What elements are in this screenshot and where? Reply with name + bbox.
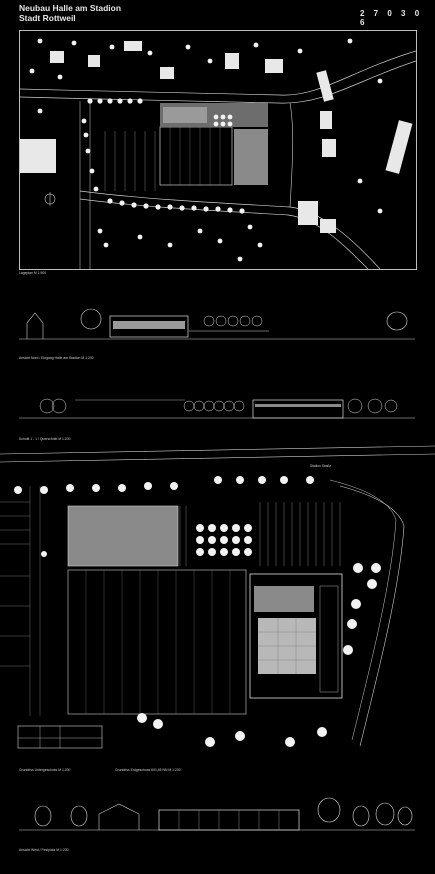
project-title: Neubau Halle am Stadion <box>19 3 122 13</box>
floor-plan-drawing: Stadion Straße <box>0 445 435 749</box>
floor-plan-ground-caption: Grundriss Erdgeschoss 601,45 NN M 1:200 <box>115 768 181 772</box>
site-plan-frame <box>19 30 417 270</box>
site-plan-drawing <box>20 38 416 269</box>
floor-plan-lower-caption: Grundriss Untergeschoss M 1:200 <box>19 768 71 772</box>
site-plan-caption: Lageplan M 1:500 <box>19 271 47 275</box>
client-title: Stadt Rottweil <box>19 13 76 23</box>
elevation-north-caption: Ansicht Nord / Eingang Halle am Stadion … <box>19 356 94 360</box>
road-label: Stadion Straße <box>310 464 331 468</box>
sheet-title: Neubau Halle am Stadion Stadt Rottweil <box>19 3 121 23</box>
section-drawing <box>19 398 415 419</box>
elevation-west-caption: Ansicht West / Festplatz M 1:200 <box>19 848 69 852</box>
elevation-north-drawing <box>19 308 415 340</box>
competition-code: 2 7 0 3 0 6 <box>360 9 423 27</box>
elevation-west-drawing <box>19 797 415 831</box>
section-caption: Schnitt 1 - 1 / Querschnitt M 1:200 <box>19 437 71 441</box>
